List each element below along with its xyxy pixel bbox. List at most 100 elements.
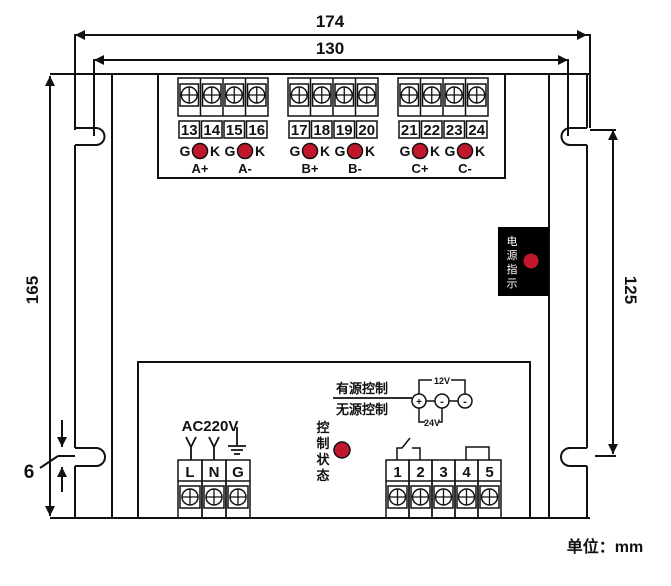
output-label: B+ [302,161,319,176]
12v-label: 12V [434,376,450,386]
unit-label: 单位：mm [567,537,643,556]
terminal-label: L [185,464,194,481]
screw-icon [410,485,431,509]
dim-174: 174 [316,12,345,31]
output-led [191,142,209,160]
terminal-number-box [200,120,223,139]
svg-text:电: 电 [507,235,518,248]
24v-label: 24V [424,418,440,428]
screw-icon [311,83,332,107]
terminal-number: 18 [313,122,330,139]
dim-130: 130 [316,39,344,58]
screw-icon [433,485,454,509]
output-led [346,142,364,160]
screw-icon [227,485,249,509]
gate-label: G [400,143,411,159]
cathode-label: K [210,143,220,159]
cathode-label: K [365,143,375,159]
screw-icon [466,83,487,107]
control-status-led [333,441,351,459]
terminal-label: N [209,464,220,481]
terminal-number: 23 [446,122,463,139]
terminal-number: 13 [181,122,198,139]
terminal-number-box [398,120,421,139]
screw-icon [387,485,408,509]
terminal-number-box [288,120,311,139]
svg-text:指: 指 [507,262,518,276]
terminal-number-box [310,120,333,139]
terminal-label: 1 [393,464,401,481]
screw-icon [356,83,377,107]
terminal-number: 15 [226,122,243,139]
svg-text:-: - [463,396,467,408]
screw-icon [201,83,222,107]
terminal-number-box [223,120,246,139]
output-led [301,142,319,160]
screw-icon [399,83,420,107]
svg-text:+: + [416,397,422,408]
output-label: C+ [412,161,429,176]
terminal-number: 16 [248,122,265,139]
terminal-label: 4 [462,464,471,481]
svg-text:-: - [440,396,444,408]
output-label: C- [458,161,472,176]
ac220v-label: AC220V [182,418,239,435]
screw-icon [421,83,442,107]
gate-label: G [335,143,346,159]
output-led [411,142,429,160]
output-terminal-box [157,73,506,179]
screw-icon [179,485,201,509]
cathode-label: K [475,143,485,159]
svg-text:示: 示 [507,278,518,290]
gate-label: G [290,143,301,159]
relay-switch-symbol [396,437,490,460]
svg-text:控: 控 [316,420,329,435]
power-led [523,253,539,269]
cathode-label: K [255,143,265,159]
terminal-number: 22 [423,122,440,139]
terminal-number-box [178,120,201,139]
svg-text:制: 制 [316,436,329,451]
screw-icon [179,83,200,107]
cathode-label: K [320,143,330,159]
terminal-number-box [420,120,443,139]
terminal-number: 19 [336,122,353,139]
dim-6: 6 [24,462,35,483]
dim-165: 165 [23,276,42,304]
screw-icon [289,83,310,107]
cathode-label: K [430,143,440,159]
terminal-number-box [355,120,378,139]
screw-icon [334,83,355,107]
power-indicator-label: 电 源 指 示 [507,235,518,290]
antenna-symbols [185,427,246,460]
active-control-label: 有源控制 [336,381,388,396]
svg-text:态: 态 [316,468,329,483]
power-indicator-panel [498,227,549,296]
output-label: B- [348,161,362,176]
gate-label: G [445,143,456,159]
terminal-label: G [232,464,244,481]
output-label: A- [238,161,252,176]
terminal-number-box [465,120,488,139]
terminal-number-box [333,120,356,139]
svg-text:状: 状 [316,452,330,467]
terminal-label: 5 [485,464,493,481]
output-led [236,142,254,160]
terminal-number: 14 [203,122,220,139]
svg-text:源: 源 [507,248,518,262]
terminal-number: 24 [468,122,485,139]
gate-label: G [225,143,236,159]
screw-icon [479,485,500,509]
dimension-lines [39,30,618,516]
screw-icon [456,485,477,509]
passive-control-label: 无源控制 [335,402,388,417]
terminal-number: 21 [401,122,418,139]
terminal-number: 20 [358,122,375,139]
terminal-number: 17 [291,122,308,139]
control-box [137,361,531,519]
